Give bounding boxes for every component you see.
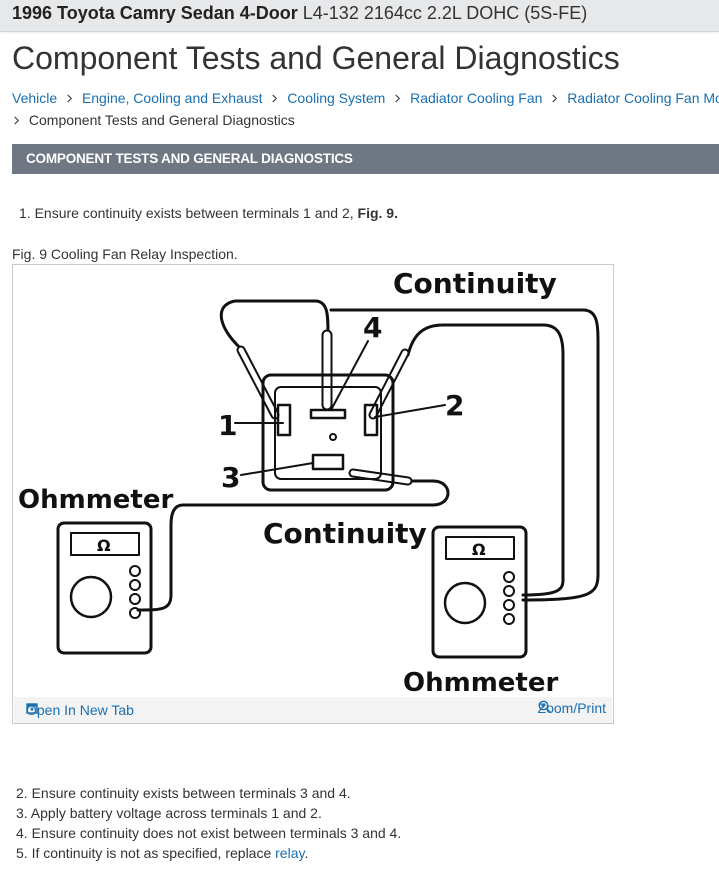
- ohmmeter-right-jack: [503, 571, 515, 583]
- breadcrumb-radiator-cooling-fan-motor-relay[interactable]: Radiator Cooling Fan Motor Relay: [567, 90, 719, 106]
- engine-spec: L4-132 2164cc 2.2L DOHC (5S-FE): [302, 3, 588, 23]
- zoom-in-icon: [538, 700, 551, 713]
- relay-body: [261, 373, 395, 492]
- ohmmeter-right-body: [431, 525, 528, 659]
- open-new-tab-label: Open In New Tab: [26, 702, 134, 718]
- ohmmeter-left-jack: [129, 579, 141, 591]
- leader-2: [374, 404, 446, 418]
- leader-3: [240, 462, 314, 476]
- breadcrumb-cooling-system[interactable]: Cooling System: [287, 90, 386, 106]
- label-ohmmeter-left: Ohmmeter: [18, 485, 173, 515]
- relay-inspection-diagram: Continuity 4 2 1 3 Ohmmeter Continuity O…: [18, 267, 600, 697]
- steps-list: 2. Ensure continuity exists between term…: [16, 783, 401, 863]
- ohmmeter-left-display: [70, 532, 140, 556]
- figure-caption: Fig. 9 Cooling Fan Relay Inspection.: [12, 246, 238, 262]
- step-5: 5. If continuity is not as specified, re…: [16, 843, 401, 863]
- ohmmeter-right-dial: [443, 581, 487, 625]
- leader-4: [330, 340, 369, 411]
- breadcrumb-row-1: Vehicle Engine, Cooling and Exhaust Cool…: [12, 87, 719, 109]
- terminal-4-slot: [309, 408, 347, 420]
- step-5-text: 5. If continuity is not as specified, re…: [16, 845, 276, 861]
- section-header: COMPONENT TESTS AND GENERAL DIAGNOSTICS: [12, 144, 719, 174]
- step-1-text: 1. Ensure continuity exists between term…: [19, 205, 358, 221]
- open-new-tab-link[interactable]: Open In New Tab: [26, 702, 134, 718]
- label-terminal-4: 4: [363, 311, 382, 344]
- probe-right-inner: [370, 350, 408, 418]
- ohmmeter-left-symbol: Ω: [97, 536, 111, 555]
- ohmmeter-right-display: [445, 536, 515, 560]
- step-1: 1. Ensure continuity exists between term…: [19, 205, 398, 221]
- terminal-1-slot: [276, 403, 292, 437]
- ohmmeter-right-jack: [503, 599, 515, 611]
- chevron-right-icon: [552, 94, 558, 103]
- vehicle-header-bar: 1996 Toyota Camry Sedan 4-Door L4-132 21…: [0, 0, 719, 32]
- ohmmeter-right-jack: [503, 613, 515, 625]
- vehicle-title: 1996 Toyota Camry Sedan 4-Door L4-132 21…: [12, 3, 587, 24]
- page-title: Component Tests and General Diagnostics: [12, 40, 620, 76]
- figure-footer: Open In New Tab Zoom/Print: [14, 697, 612, 723]
- chevron-right-icon: [272, 94, 278, 103]
- open-new-tab-icon: [26, 703, 38, 714]
- breadcrumb-engine-cooling-exhaust[interactable]: Engine, Cooling and Exhaust: [81, 90, 263, 106]
- label-terminal-2: 2: [445, 389, 464, 422]
- label-continuity-top: Continuity: [393, 267, 557, 300]
- relay-inner: [274, 386, 382, 480]
- breadcrumb: Vehicle Engine, Cooling and Exhaust Cool…: [12, 87, 719, 131]
- breadcrumb-radiator-cooling-fan[interactable]: Radiator Cooling Fan: [410, 90, 543, 106]
- ohmmeter-left-jack: [129, 593, 141, 605]
- terminal-2-slot: [363, 403, 379, 437]
- ohmmeter-left-dial: [69, 575, 113, 619]
- ohmmeter-left-body: [56, 521, 153, 655]
- zoom-print-label: Zoom/Print: [537, 700, 606, 716]
- breadcrumb-current: Component Tests and General Diagnostics: [28, 112, 295, 128]
- relay-center-hole: [329, 433, 337, 441]
- probe-left-inner: [238, 347, 278, 418]
- wire-top-right: [329, 308, 600, 602]
- wire-top-left: [219, 299, 330, 355]
- zoom-print-link[interactable]: Zoom/Print: [538, 700, 606, 716]
- ohmmeter-right-jack: [503, 585, 515, 597]
- ohmmeter-right-symbol: Ω: [472, 540, 486, 559]
- breadcrumb-row-2: Component Tests and General Diagnostics: [12, 109, 719, 131]
- step-1-figure-ref: Fig. 9.: [357, 205, 398, 221]
- figure-container: Continuity 4 2 1 3 Ohmmeter Continuity O…: [12, 264, 614, 724]
- vehicle-name: 1996 Toyota Camry Sedan 4-Door: [12, 3, 298, 23]
- chevron-right-icon: [14, 116, 20, 125]
- breadcrumb-vehicle[interactable]: Vehicle: [12, 90, 58, 106]
- label-terminal-1: 1: [218, 409, 237, 442]
- step-3: 3. Apply battery voltage across terminal…: [16, 805, 322, 821]
- relay-link[interactable]: relay: [275, 845, 305, 861]
- step-4: 4. Ensure continuity does not exist betw…: [16, 825, 402, 841]
- label-continuity-mid: Continuity: [263, 517, 427, 550]
- label-ohmmeter-right: Ohmmeter: [403, 668, 558, 697]
- ohmmeter-left-jack: [129, 565, 141, 577]
- ohmmeter-left-jack: [129, 607, 141, 619]
- wire-probe-right: [406, 323, 565, 597]
- terminal-3-slot: [311, 453, 345, 471]
- label-terminal-3: 3: [221, 461, 240, 494]
- chevron-right-icon: [67, 94, 73, 103]
- chevron-right-icon: [395, 94, 401, 103]
- step-2: 2. Ensure continuity exists between term…: [16, 785, 351, 801]
- wire-bottom: [136, 479, 450, 612]
- step-5-end: .: [304, 845, 309, 861]
